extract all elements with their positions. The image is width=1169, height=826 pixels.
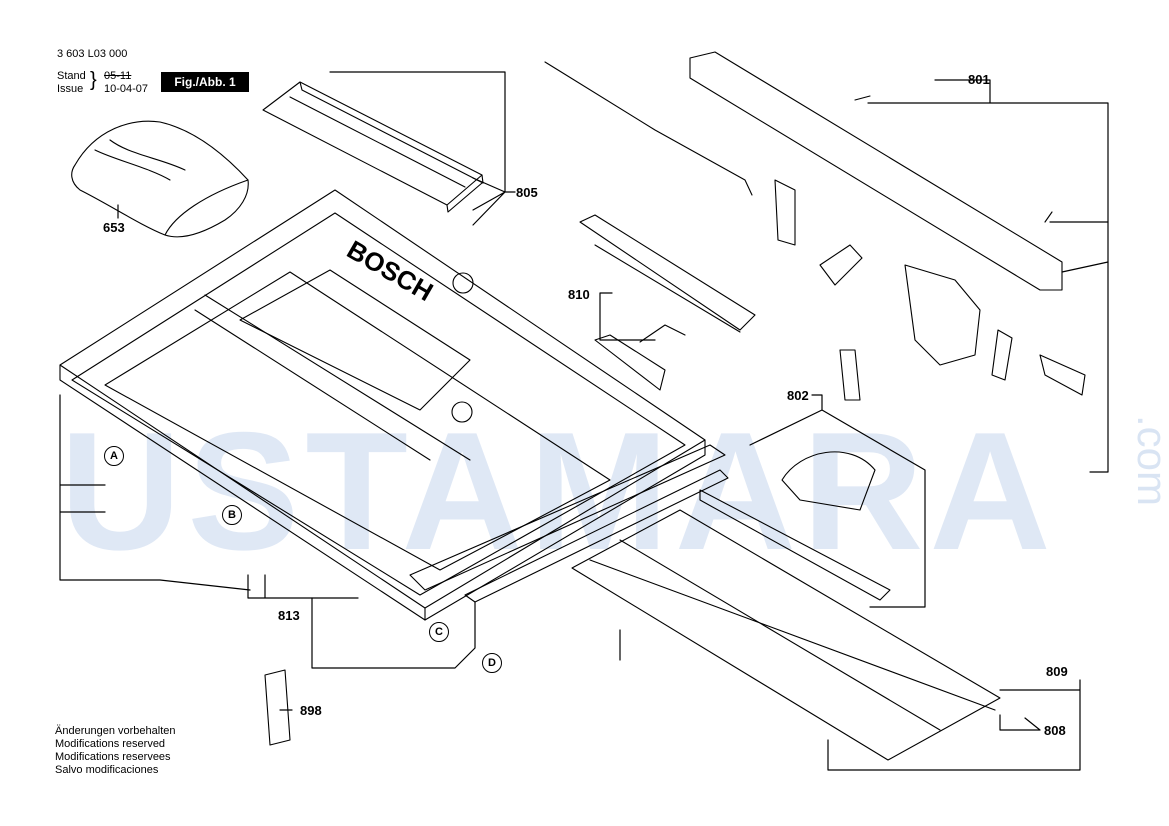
note-fr: Modifications reservees	[55, 751, 171, 763]
bosch-logo: BOSCH	[342, 234, 438, 307]
callout-801: 801	[968, 72, 990, 87]
callout-808: 808	[1044, 723, 1066, 738]
callout-802: 802	[787, 388, 809, 403]
callout-813: 813	[278, 608, 300, 623]
fence-801-part	[544, 51, 1086, 396]
callout-809: 809	[1046, 664, 1068, 679]
callout-810: 810	[568, 287, 590, 302]
circle-c: C	[429, 622, 449, 642]
fence-810-part	[579, 214, 756, 391]
extension-809-part	[571, 509, 1001, 761]
bag-part	[71, 120, 249, 238]
issue-label: Issue	[57, 83, 84, 95]
circle-a: A	[104, 446, 124, 466]
callout-653: 653	[103, 220, 125, 235]
mitre-gauge-802-part	[699, 349, 891, 601]
callout-805: 805	[516, 185, 538, 200]
modification-notes: Änderungen vorbehalten Modifications res…	[55, 725, 175, 777]
doc-number: 3 603 L03 000	[57, 48, 128, 60]
note-en: Modifications reserved	[55, 738, 166, 750]
circle-d: D	[482, 653, 502, 673]
rail-805-part	[262, 81, 484, 213]
table-top-part: BOSCH	[59, 189, 706, 621]
note-de: Änderungen vorbehalten	[55, 725, 176, 737]
callout-898: 898	[300, 703, 322, 718]
stand-date: 05-11	[104, 70, 132, 82]
issue-date: 10-04-07	[104, 83, 149, 95]
circle-b: B	[222, 505, 242, 525]
leader-lines	[59, 71, 1109, 771]
rail-d-part	[409, 444, 729, 603]
stand-label: Stand	[57, 70, 86, 82]
handle-898-part	[264, 669, 291, 746]
figure-label: Fig./Abb. 1	[161, 72, 249, 92]
note-es: Salvo modificaciones	[55, 764, 159, 776]
brace-glyph: }	[90, 69, 97, 91]
